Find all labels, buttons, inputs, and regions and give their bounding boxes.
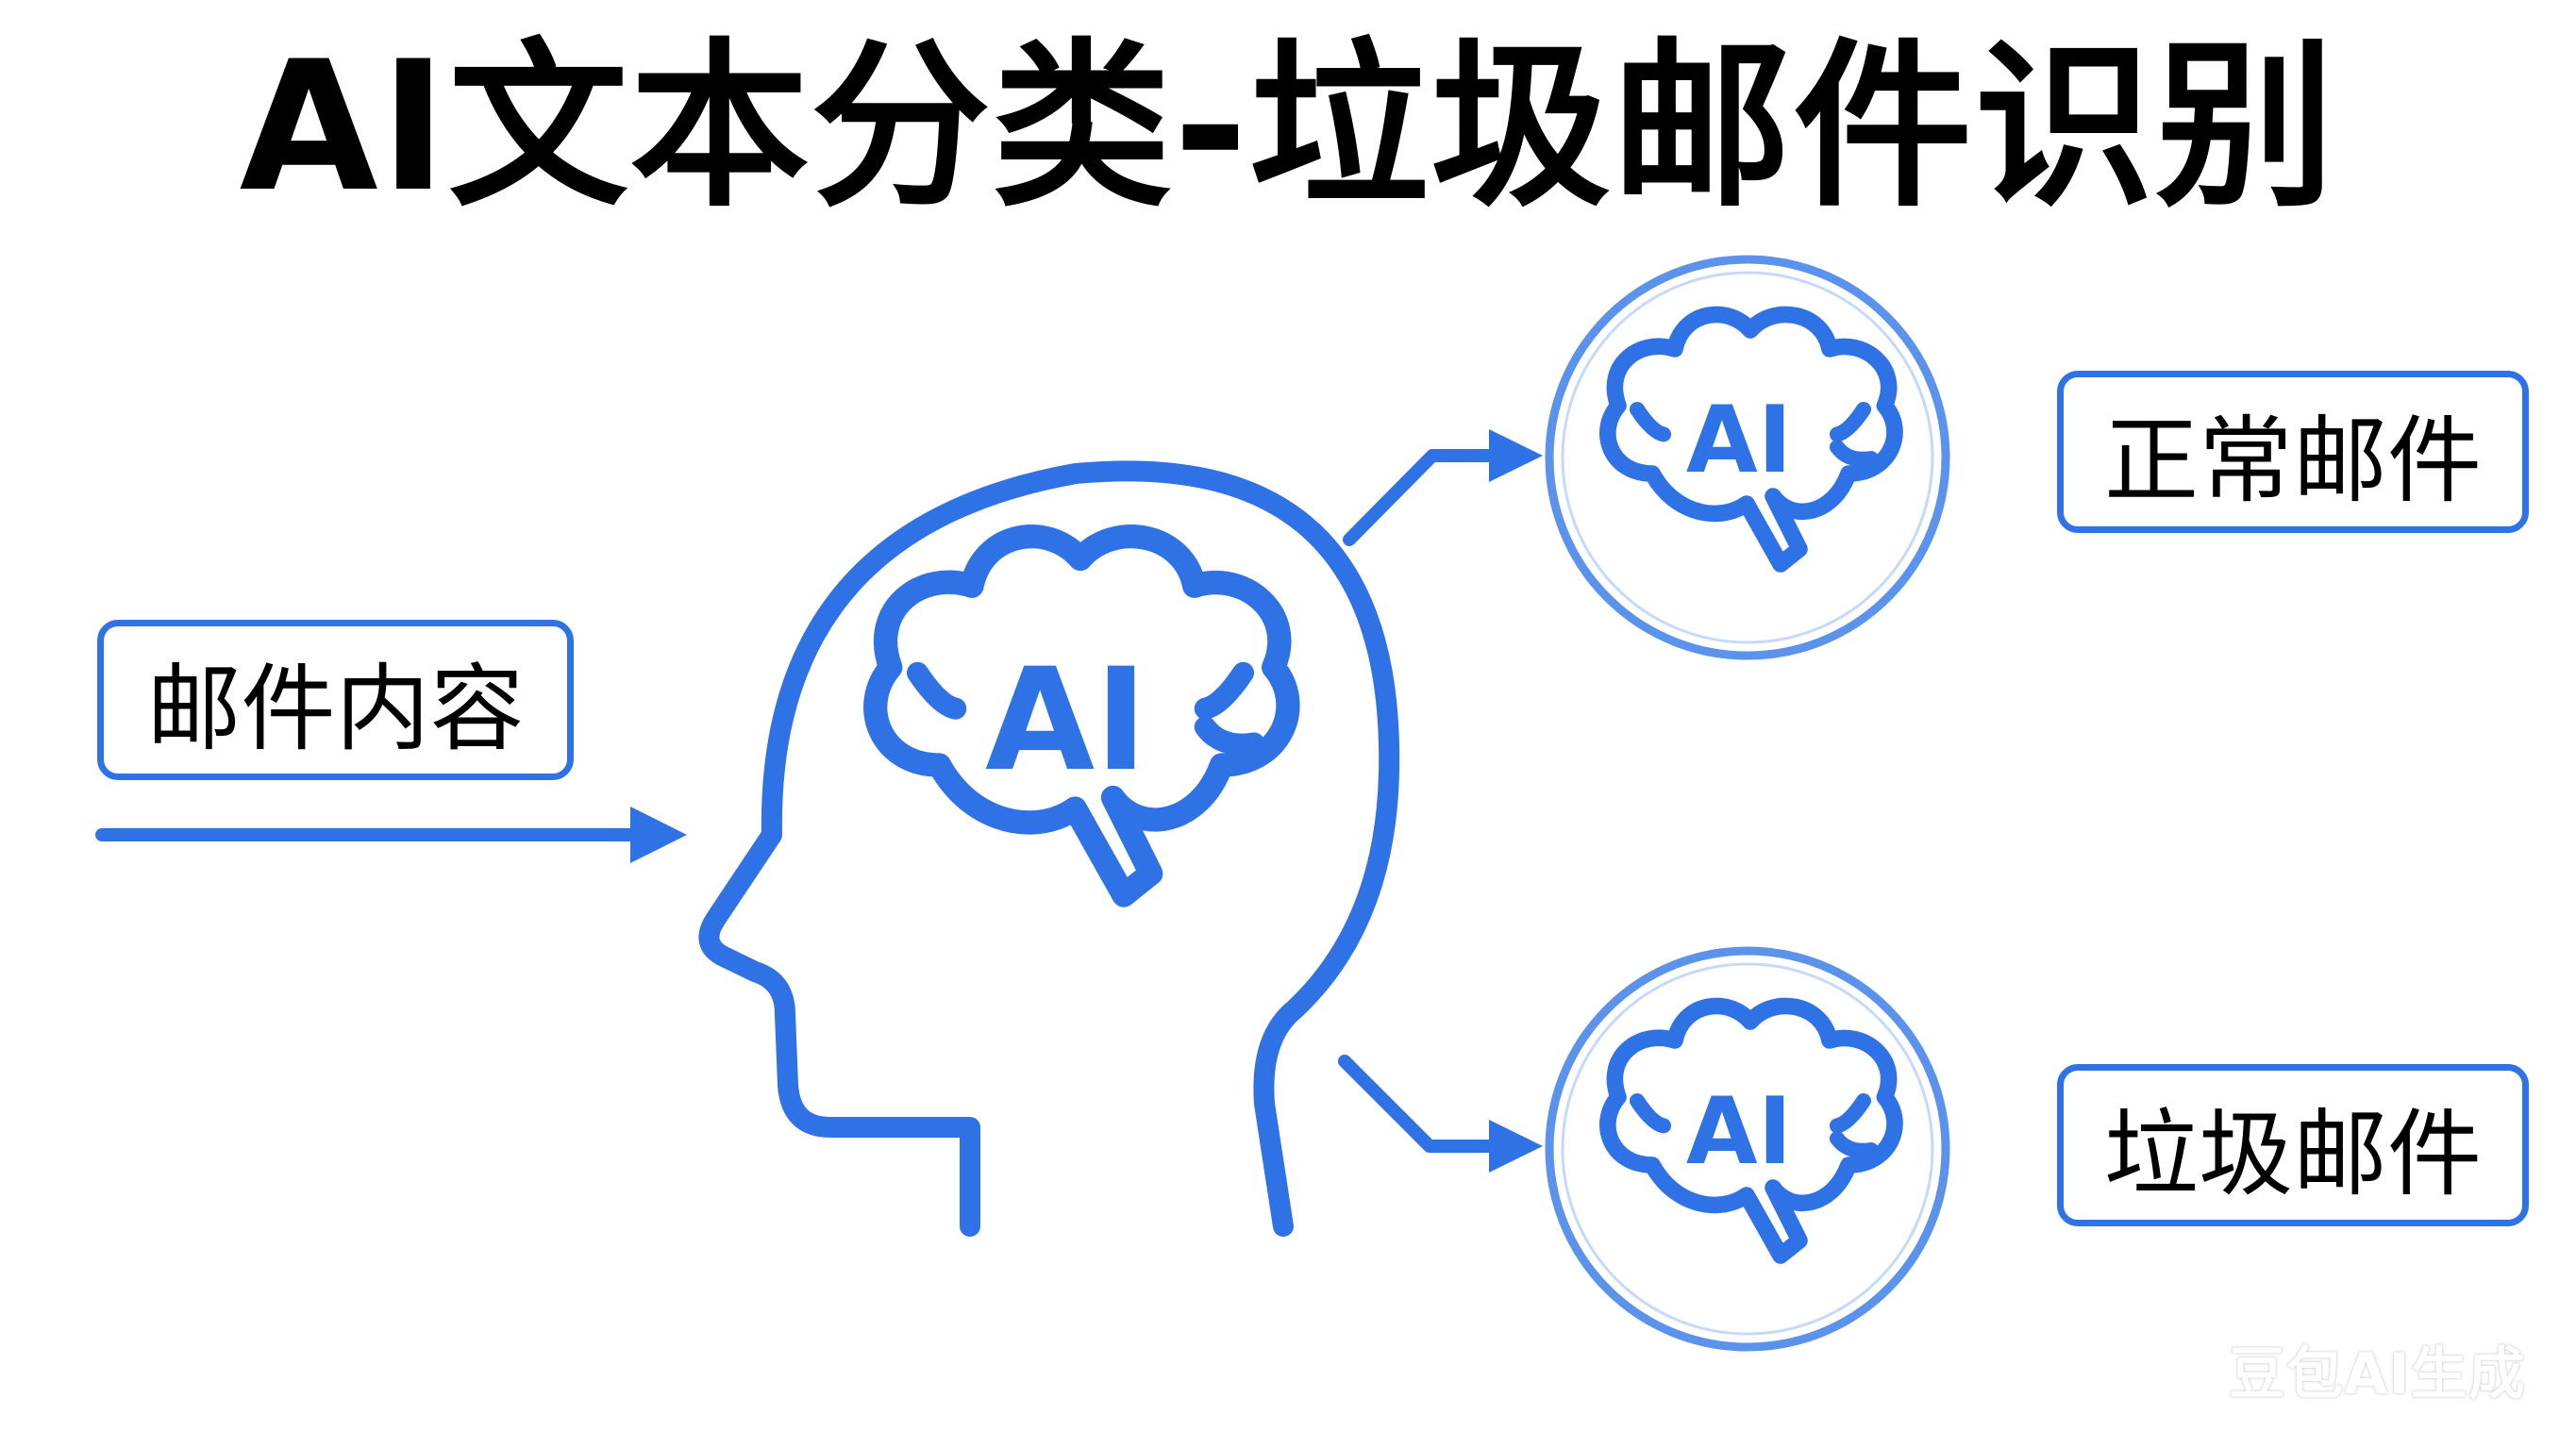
email-content-label: 邮件内容	[146, 653, 525, 764]
top-branch-arrow-icon	[1343, 429, 1543, 546]
input-arrow-icon	[95, 807, 687, 863]
bottom-ai-text: AI	[1686, 1078, 1792, 1186]
bottom-branch-arrow-icon	[1338, 1055, 1543, 1173]
spam-email-box: 垃圾邮件	[2057, 1064, 2529, 1226]
center-ai-text: AI	[985, 639, 1147, 803]
head-brain-icon: AI	[698, 460, 1400, 1237]
page-title: AI文本分类-垃圾邮件识别	[239, 23, 2337, 231]
normal-email-box: 正常邮件	[2057, 371, 2529, 533]
spam-email-label: 垃圾邮件	[2104, 1098, 2482, 1209]
normal-email-label: 正常邮件	[2104, 405, 2482, 516]
email-content-box: 邮件内容	[97, 620, 574, 780]
top-ai-text: AI	[1686, 387, 1792, 494]
watermark: 豆包AI生成	[2229, 1341, 2526, 1407]
spam-classifier-icon: AI	[1545, 946, 1950, 1352]
normal-classifier-icon: AI	[1545, 255, 1950, 660]
